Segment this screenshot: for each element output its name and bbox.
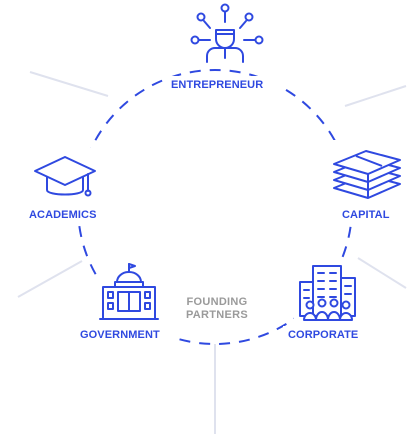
- corporate-label: CORPORATE: [288, 329, 359, 341]
- founding-partners-label: FOUNDING PARTNERS: [176, 296, 258, 322]
- corporate-office-icon: [299, 265, 356, 321]
- connector-lines: [17, 71, 407, 434]
- government-label: GOVERNMENT: [80, 329, 160, 341]
- graduation-cap-icon: [34, 156, 96, 197]
- connector-line-right: [357, 257, 407, 289]
- government-building-icon: [99, 263, 159, 320]
- entrepreneur-ideas-icon: [190, 3, 264, 63]
- connector-line-top-right: [344, 85, 407, 107]
- center-label-line-1: FOUNDING: [186, 296, 248, 308]
- academics-label: ACADEMICS: [29, 209, 97, 221]
- connector-line-left: [17, 260, 83, 298]
- entrepreneur-label: ENTREPRENEUR: [171, 79, 264, 91]
- money-stack-icon: [333, 150, 401, 199]
- connector-line-top-left: [29, 71, 109, 97]
- center-label-line-2: PARTNERS: [185, 309, 249, 321]
- capital-label: CAPITAL: [342, 209, 390, 221]
